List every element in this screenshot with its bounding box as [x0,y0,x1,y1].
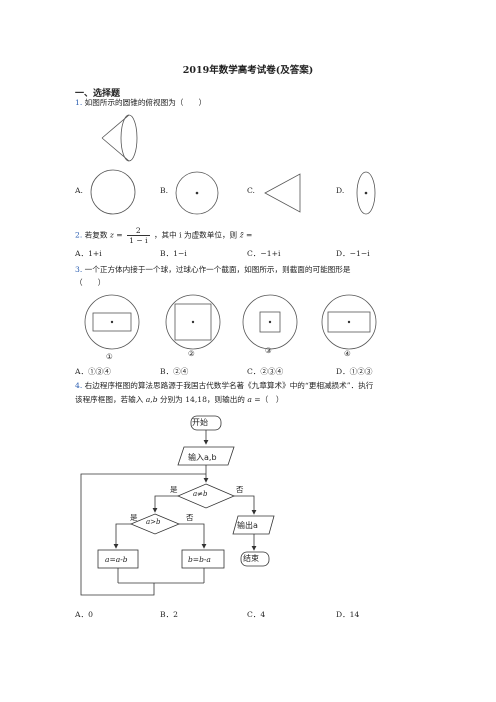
q4-var-a: a [247,395,252,404]
q1-option-c-triangle [264,173,301,213]
figure-label-3: ③ [265,346,272,355]
flow-no-1: 否 [236,485,244,494]
z-conjugate: z̄ [239,230,244,240]
q3-option-d: D．①②③ [336,367,373,376]
complex-z: z = [109,230,123,240]
flow-input: 输入a,b [188,453,217,462]
section-figure-2 [165,294,221,350]
q1-option-d-ellipse [356,171,376,215]
q2-option-c: C．−1+i [247,249,281,258]
q1-option-a: A. [75,186,83,195]
q2-option-a: A．1+i [75,249,102,258]
q1-option-a-circle [90,169,136,215]
q4-option-b: B．2 [160,610,179,619]
section-figure-1 [84,294,140,350]
page-title: 2019年数学高考试卷(及答案) [182,65,314,76]
fraction: 2 1 − i [127,226,150,245]
flow-assign-a: a=a-b [105,555,128,564]
question-number: 3. [75,265,83,274]
q3-section-figures [84,294,377,350]
flow-output: 输出a [237,521,258,530]
question-number: 2. [75,230,83,240]
q2-option-d: D．−1−i [336,249,370,258]
q1-option-b-circle-dot [175,171,219,215]
q4-text-c: =（ ） [254,395,284,404]
flowchart [80,415,275,596]
question-number: 1. [75,98,83,107]
question-1: 1. 如图所示的圆锥的俯视图为（ ） [75,97,206,109]
q3-option-b: B．②④ [160,367,189,376]
flow-end: 结束 [243,554,259,563]
question-text-after: ，其中 i 为虚数单位，则 [153,230,238,240]
flow-yes-2: 是 [130,513,138,522]
question-4-line2: 该程序框图，若输入 a,b 分别为 14,18，则输出的 a =（ ） [75,394,283,406]
flow-assign-b: b=b-a [188,555,211,564]
cone-side-view [101,114,138,162]
flow-start: 开始 [192,418,208,427]
question-number: 4. [75,381,83,390]
q1-option-c: C. [247,186,255,195]
q3-option-a: A．①③④ [75,367,111,376]
flow-yes-1: 是 [170,485,178,494]
figure-label-2: ② [188,349,195,358]
question-3: 3. 一个正方体内接于一个球，过球心作一个截面，如图所示，则截面的可能图形是 [75,264,415,276]
question-text: 若复数 [84,230,108,240]
question-text: 右边程序框图的算法思路源于我国古代数学名著《九章算术》中的“更相减损术”．执行 [84,381,374,390]
q4-text-a: 该程序框图，若输入 [75,395,144,404]
flow-cond2: a>b [146,518,161,526]
q1-option-d: D. [336,186,345,195]
q4-text-b: 分别为 14,18，则输出的 [160,395,245,404]
fraction-numerator: 2 [127,226,150,236]
section-figure-4 [321,294,377,350]
question-text: 一个正方体内接于一个球，过球心作一个截面，如图所示，则截面的可能图形是 [84,265,351,274]
section-heading: 一、选择题 [75,89,121,99]
question-4: 4. 右边程序框图的算法思路源于我国古代数学名著《九章算术》中的“更相减损术”．… [75,380,435,392]
q4-option-a: A．0 [75,610,93,619]
question-text: 如图所示的圆锥的俯视图为（ ） [84,98,207,107]
flow-no-2: 否 [186,513,194,522]
fraction-denominator: 1 − i [129,236,148,245]
q4-vars-ab: a,b [145,395,158,404]
figure-label-4: ④ [344,349,351,358]
question-3-line2: （ ） [75,278,106,287]
q4-option-c: C．4 [247,610,266,619]
q1-option-b: B. [160,186,168,195]
flow-cond1: a≠b [193,490,208,498]
q3-option-c: C．②③④ [247,367,284,376]
question-2: 2. 若复数 z = 2 1 − i ，其中 i 为虚数单位，则 z̄ = [75,226,252,245]
equals-sign: = [246,230,253,240]
q4-option-d: D．14 [336,610,360,619]
q2-option-b: B．1−i [160,249,187,258]
section-figure-3 [242,294,298,350]
figure-label-1: ① [106,352,113,361]
